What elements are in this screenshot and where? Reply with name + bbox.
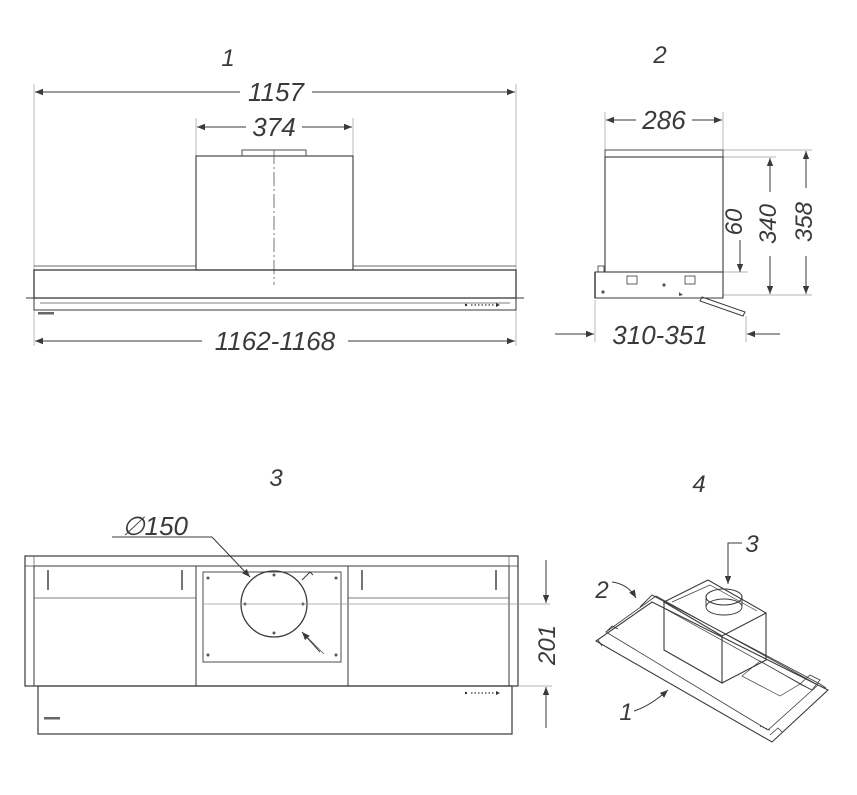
bottom-view-number: 3 [269, 465, 283, 492]
iso-callout-1: 1 [619, 699, 632, 726]
isometric-view: 4 3 2 1 [594, 471, 829, 743]
dim-top-depth: 286 [641, 105, 686, 135]
side-view-number: 2 [652, 42, 666, 69]
dim-cutout-width: 1162-1168 [215, 326, 336, 356]
dim-overall-width: 1157 [248, 77, 305, 107]
iso-duct-collar [705, 588, 743, 606]
dim-duct-diameter: ∅150 [122, 511, 189, 541]
control-panel-icons [464, 303, 500, 307]
bottom-control-icons [464, 691, 500, 695]
dim-depth-201: 201 [534, 625, 561, 666]
side-view: 2 286 60 340 358 [555, 42, 818, 350]
brand-logo [38, 312, 54, 315]
dim-depth-range: 310-351 [612, 320, 707, 350]
side-base [594, 271, 724, 299]
side-tilt-panel [699, 296, 746, 317]
iso-base-plate [594, 601, 829, 743]
side-body [604, 156, 724, 273]
hood-body [33, 269, 517, 299]
front-view-number: 1 [221, 45, 234, 72]
motor-panel [195, 565, 349, 687]
bottom-view: 3 ∅150 [24, 465, 561, 735]
front-view: 1 1157 374 [26, 45, 524, 356]
chimney [195, 155, 354, 271]
bottom-front-panel [37, 685, 513, 735]
bottom-brand-logo [44, 717, 60, 720]
bottom-outer [24, 555, 519, 687]
dim-height-358: 358 [791, 201, 818, 242]
dim-height-340: 340 [755, 203, 782, 244]
dim-chimney-width: 374 [252, 112, 295, 142]
iso-view-number: 4 [692, 471, 705, 498]
hood-front-panel [33, 297, 517, 311]
dim-height-60: 60 [721, 208, 748, 235]
grease-filter-right [347, 565, 510, 687]
grease-filter-left [33, 565, 197, 687]
iso-callout-2: 2 [594, 577, 608, 604]
iso-callout-3: 3 [745, 531, 759, 558]
